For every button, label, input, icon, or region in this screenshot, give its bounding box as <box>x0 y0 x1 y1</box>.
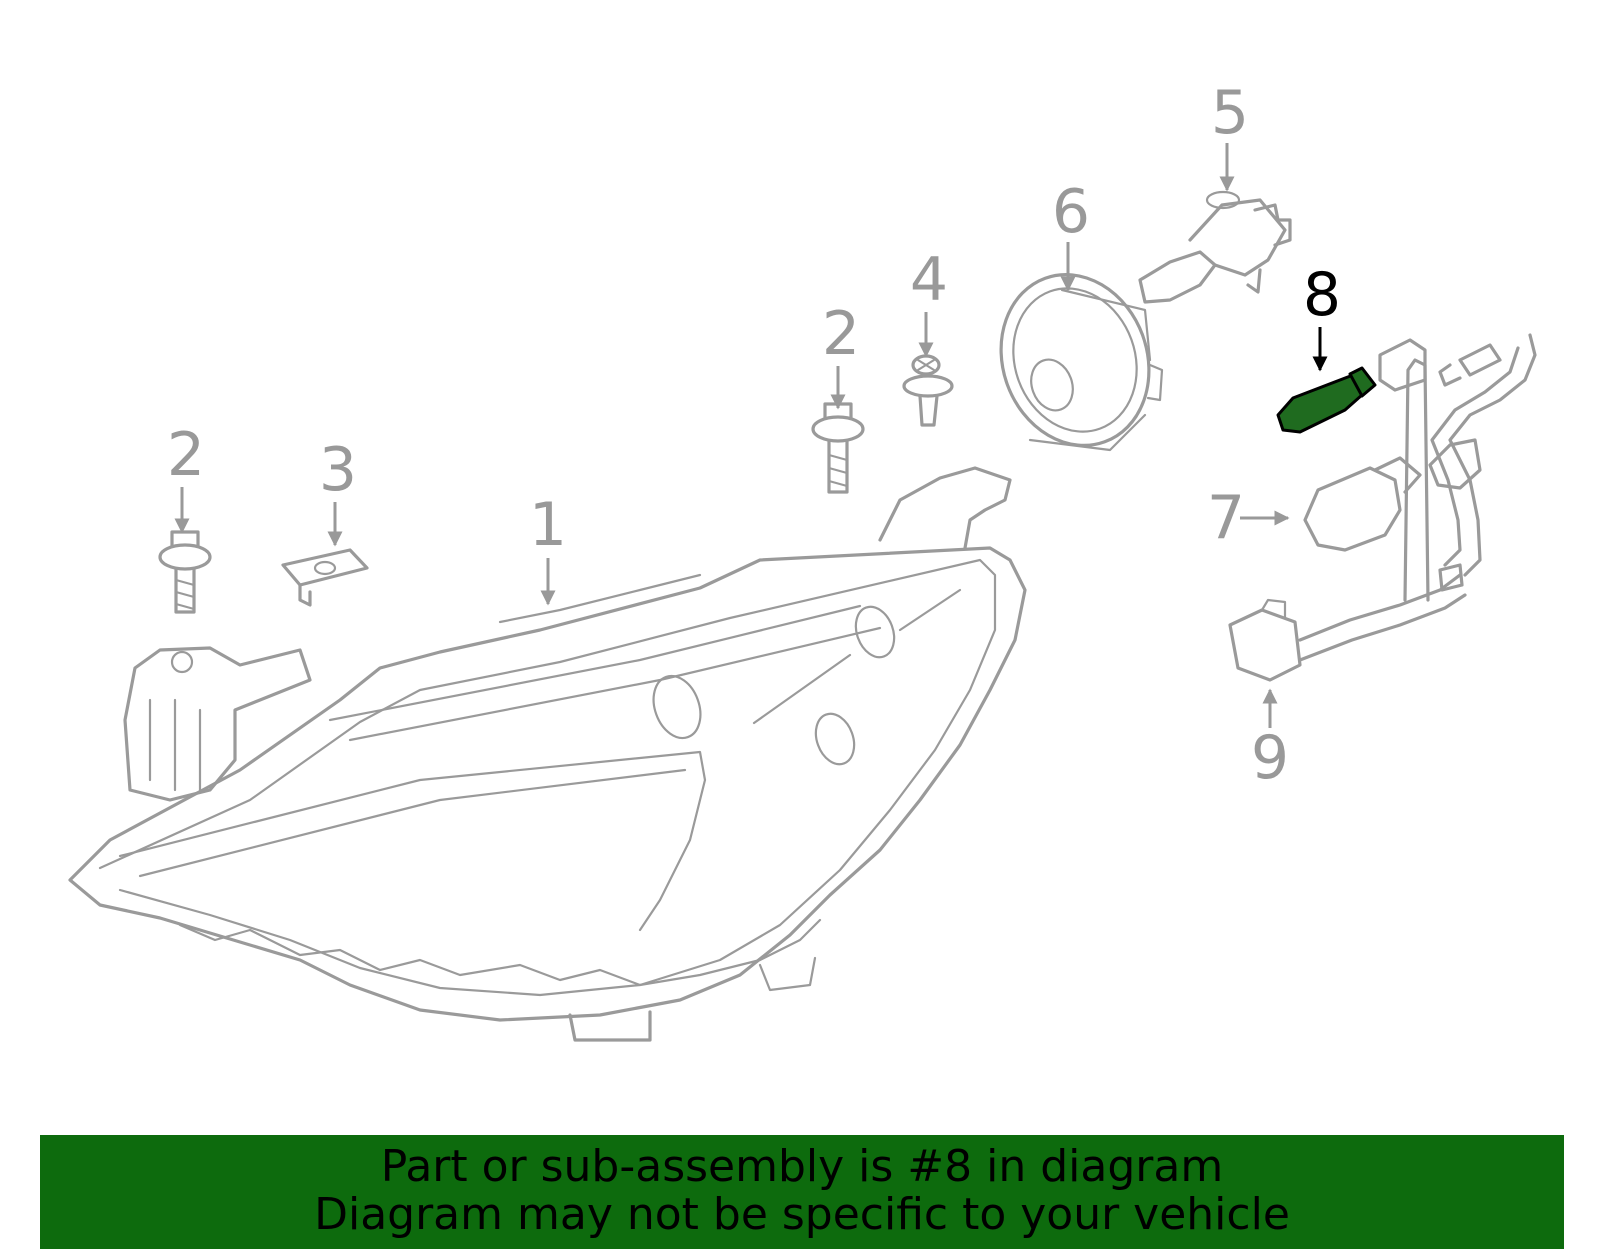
callout-8: 8 <box>1303 260 1341 330</box>
headlamp-assembly <box>68 466 1027 1042</box>
banner-line-1: Part or sub-assembly is #8 in diagram <box>380 1141 1224 1192</box>
callout-5: 5 <box>1211 78 1249 148</box>
callout-7: 7 <box>1207 483 1245 553</box>
info-banner: Part or sub-assembly is #8 in diagram Di… <box>40 1135 1564 1249</box>
callout-6: 6 <box>1052 177 1090 247</box>
callout-2a: 2 <box>167 420 205 490</box>
bolt-right <box>811 402 865 494</box>
callout-9: 9 <box>1251 723 1289 793</box>
small-bulb <box>1303 456 1422 552</box>
headlight-bulb <box>1138 190 1292 304</box>
push-clip <box>902 354 954 427</box>
wedge-bulb-highlighted <box>1276 366 1377 434</box>
bolt-left <box>158 530 212 614</box>
clip-nut <box>281 548 369 607</box>
callout-1: 1 <box>529 490 567 560</box>
callout-4: 4 <box>910 245 948 315</box>
wiring-harness-socket <box>1228 333 1537 682</box>
bulb-cover-cap <box>999 273 1164 452</box>
callout-2b: 2 <box>822 299 860 369</box>
banner-line-2: Diagram may not be specific to your vehi… <box>314 1189 1290 1240</box>
callout-3: 3 <box>319 435 357 505</box>
